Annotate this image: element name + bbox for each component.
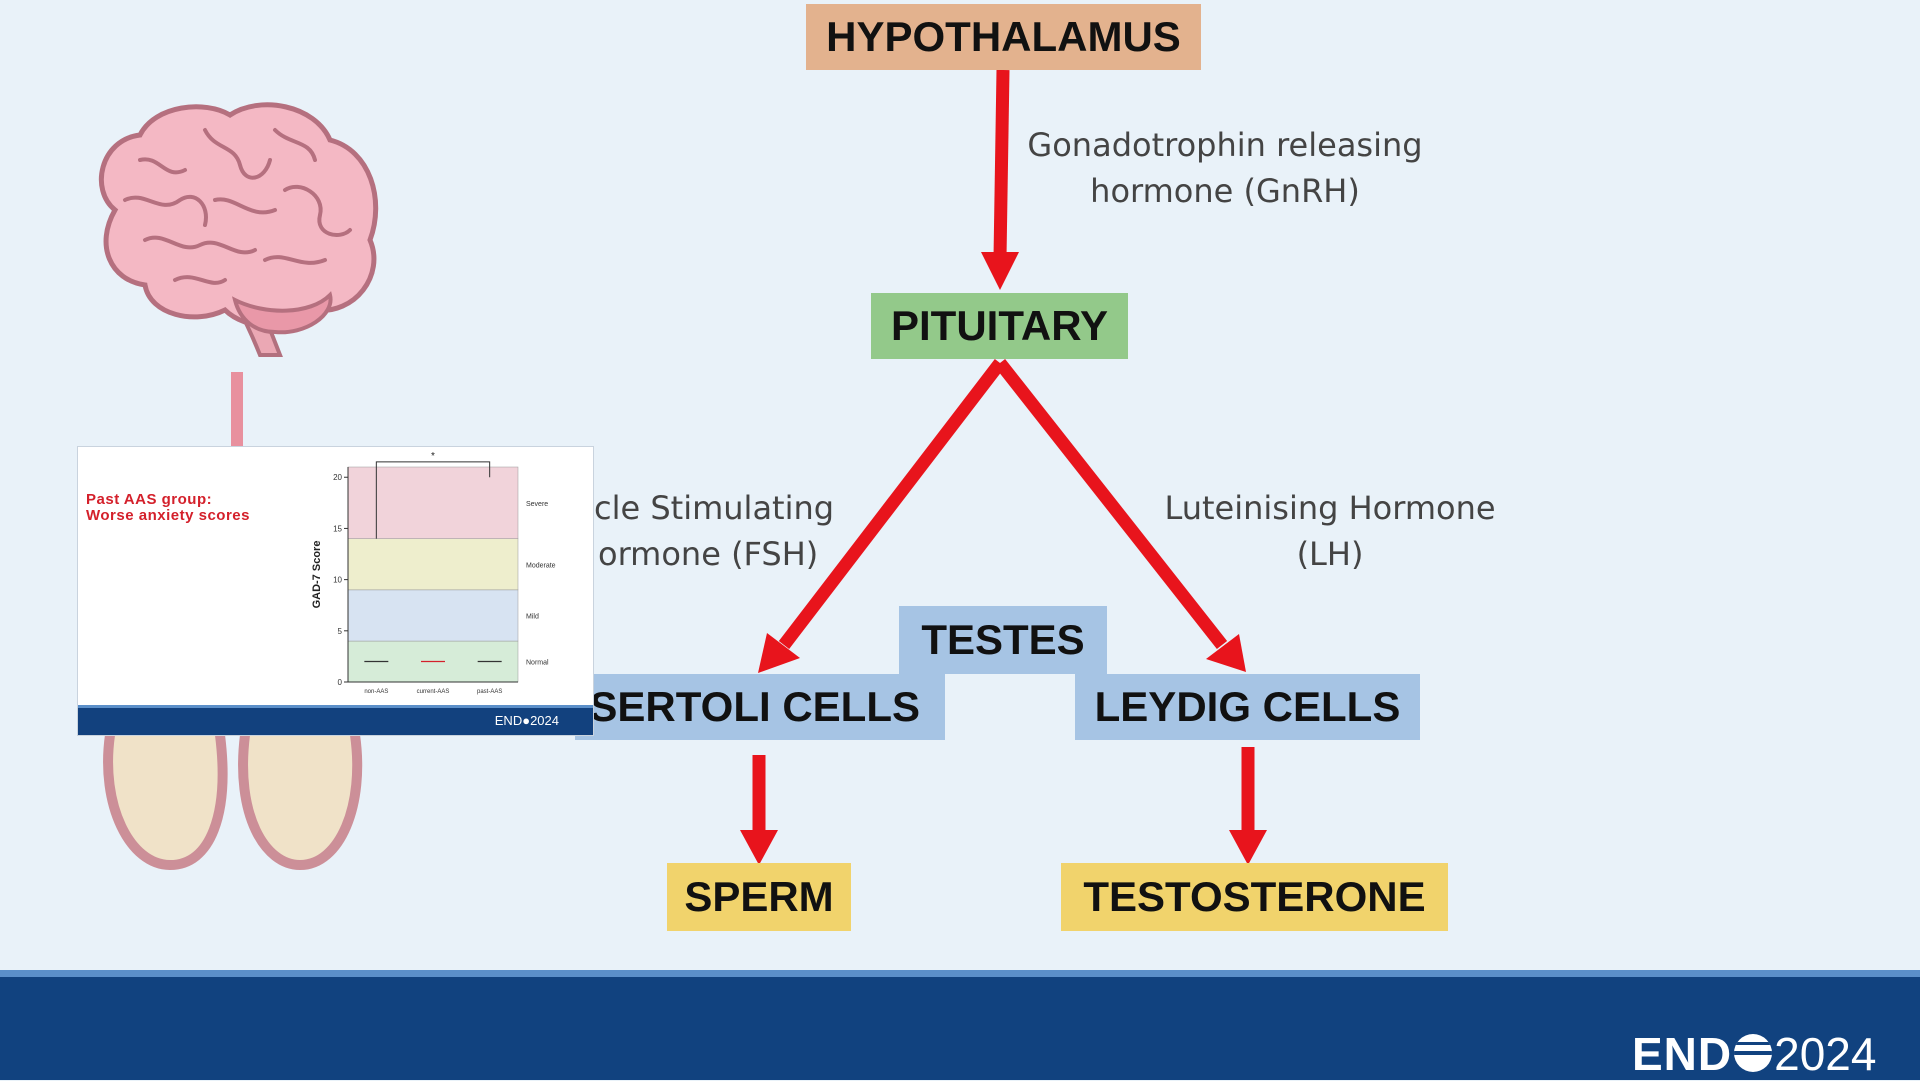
node-pituitary: PITUITARY (871, 293, 1128, 359)
globe-icon (1734, 1034, 1773, 1072)
node-testosterone: TESTOSTERONE (1061, 863, 1448, 931)
label-fsh-line2: ormone (FSH) (598, 535, 819, 573)
arrow-testosterone (1229, 747, 1267, 865)
inset-title-line1: Past AAS group: (86, 491, 213, 508)
node-hypothalamus: HYPOTHALAMUS (806, 4, 1201, 70)
band-moderate (347, 538, 519, 591)
node-testes: TESTES (899, 606, 1107, 674)
inset-title-line2: Worse anxiety scores (86, 507, 250, 524)
brain-illustration (98, 102, 379, 357)
band-label-normal: Normal (526, 660, 549, 667)
arrow-lh (994, 358, 1246, 672)
y-tick-label: 10 (333, 576, 342, 585)
x-tick-label: past-AAS (477, 689, 502, 695)
label-gnrh-line2: hormone (GnRH) (1090, 172, 1360, 210)
label-lh-line1: Luteinising Hormone (1164, 489, 1496, 527)
y-axis-label: GAD-7 Score (311, 541, 323, 609)
significance-bracket (375, 461, 491, 539)
arrow-gnrh (981, 69, 1019, 290)
inset-title: Past AAS group: Worse anxiety scores (86, 492, 250, 524)
x-tick-label: non-AAS (364, 689, 388, 695)
band-label-mild: Mild (526, 613, 539, 620)
y-tick-label: 20 (333, 473, 342, 482)
band-severe (347, 466, 519, 539)
significance-marker: * (431, 451, 435, 462)
label-gnrh: Gonadotrophin releasing hormone (GnRH) (1025, 122, 1425, 214)
label-gnrh-line1: Gonadotrophin releasing (1027, 126, 1423, 164)
footer-bar (0, 977, 1920, 1080)
inset-footer: END●2024 (78, 705, 593, 735)
node-sperm: SPERM (667, 863, 851, 931)
band-label-moderate: Moderate (526, 562, 556, 569)
y-tick-label: 0 (338, 678, 343, 687)
endo-logo-text: END (1632, 1028, 1733, 1080)
testes-illustration (103, 734, 363, 870)
label-lh: Luteinising Hormone (LH) (1160, 485, 1500, 577)
y-tick-label: 5 (338, 627, 343, 636)
inset-logo: END●2024 (494, 713, 559, 728)
inset-slide: Past AAS group: Worse anxiety scores Nor… (77, 446, 594, 736)
band-label-severe: Severe (526, 501, 548, 508)
endo-logo: END 2024 (1632, 1027, 1876, 1080)
node-leydig-cells: LEYDIG CELLS (1075, 674, 1420, 740)
y-tick-label: 15 (333, 524, 342, 533)
label-fsh: cle Stimulating ormone (FSH) (560, 485, 850, 577)
connector-line (231, 372, 243, 448)
x-tick-label: current-AAS (417, 689, 450, 695)
arrow-sperm (740, 755, 778, 865)
band-mild (347, 589, 519, 642)
label-fsh-line1: cle Stimulating (594, 489, 835, 527)
endo-logo-year: 2024 (1774, 1028, 1877, 1080)
label-lh-line2: (LH) (1296, 535, 1364, 573)
arrow-fsh (758, 359, 1006, 673)
node-sertoli-cells: SERTOLI CELLS (575, 674, 945, 740)
